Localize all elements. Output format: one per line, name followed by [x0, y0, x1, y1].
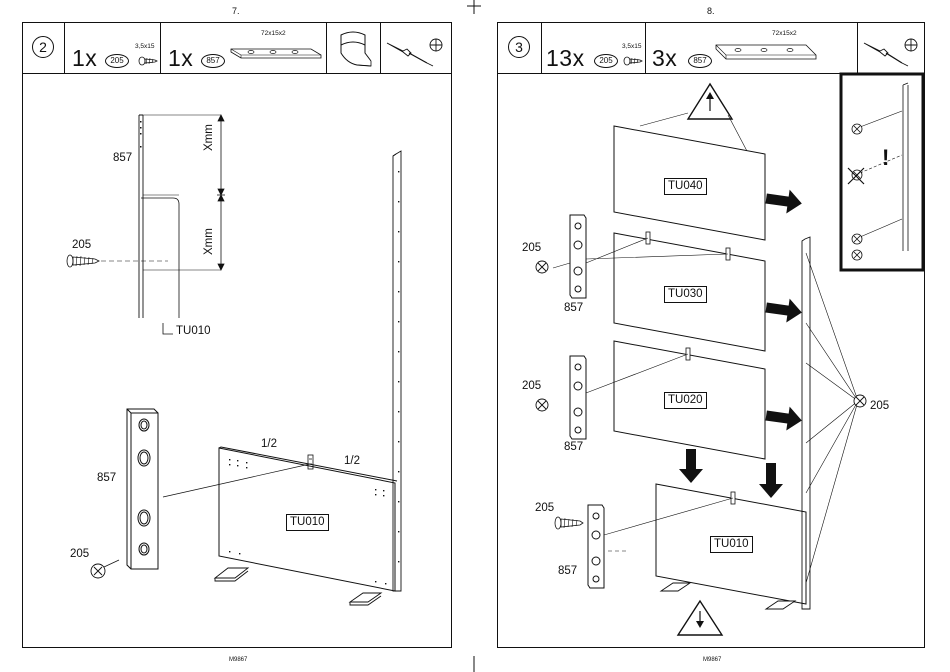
panel-label-tu020: TU020 [664, 392, 707, 409]
screw-head-icon [91, 560, 119, 578]
up-arrow-warning-icon [688, 84, 732, 119]
label-205: 205 [70, 548, 89, 560]
warning-mark: ! [882, 145, 889, 171]
label-205: 205 [72, 239, 91, 251]
dimension-lines [217, 115, 225, 270]
connector-plate-857 [127, 409, 158, 569]
screw-side-view [555, 517, 583, 529]
label-tu010: TU010 [176, 325, 211, 337]
label-half: 1/2 [344, 455, 360, 467]
label-857: 857 [97, 472, 116, 484]
panel-feet [215, 568, 381, 605]
panel-label-tu030: TU030 [664, 286, 707, 303]
screw-205-insert [67, 255, 168, 267]
hole-marks [140, 121, 142, 148]
tall-side-panel [393, 151, 401, 591]
label-xmm: Xmm [203, 124, 215, 151]
connector-plates-857 [570, 215, 604, 588]
label-205: 205 [522, 242, 541, 254]
assembly-drawing-step-3 [498, 23, 926, 649]
label-857: 857 [564, 302, 583, 314]
label-xmm: Xmm [203, 228, 215, 255]
panel-label-tu040: TU040 [664, 178, 707, 195]
detail-inset [841, 74, 923, 270]
panel-hole-row [398, 171, 399, 562]
label-205: 205 [870, 400, 889, 412]
label-857: 857 [564, 441, 583, 453]
label-857: 857 [558, 565, 577, 577]
panel-label-tu010: TU010 [286, 514, 329, 531]
instruction-page-right: 3 13x 205 3,5x15 3x 857 72x15x2 [497, 22, 925, 648]
down-arrow-warning-icon [678, 598, 722, 635]
label-205: 205 [522, 380, 541, 392]
label-857: 857 [113, 152, 132, 164]
instruction-page-left: 2 1x 205 3,5x15 1x 857 72x15x2 [22, 22, 452, 648]
label-half: 1/2 [261, 438, 277, 450]
label-205: 205 [535, 502, 554, 514]
panel-label-tu010: TU010 [710, 536, 753, 553]
